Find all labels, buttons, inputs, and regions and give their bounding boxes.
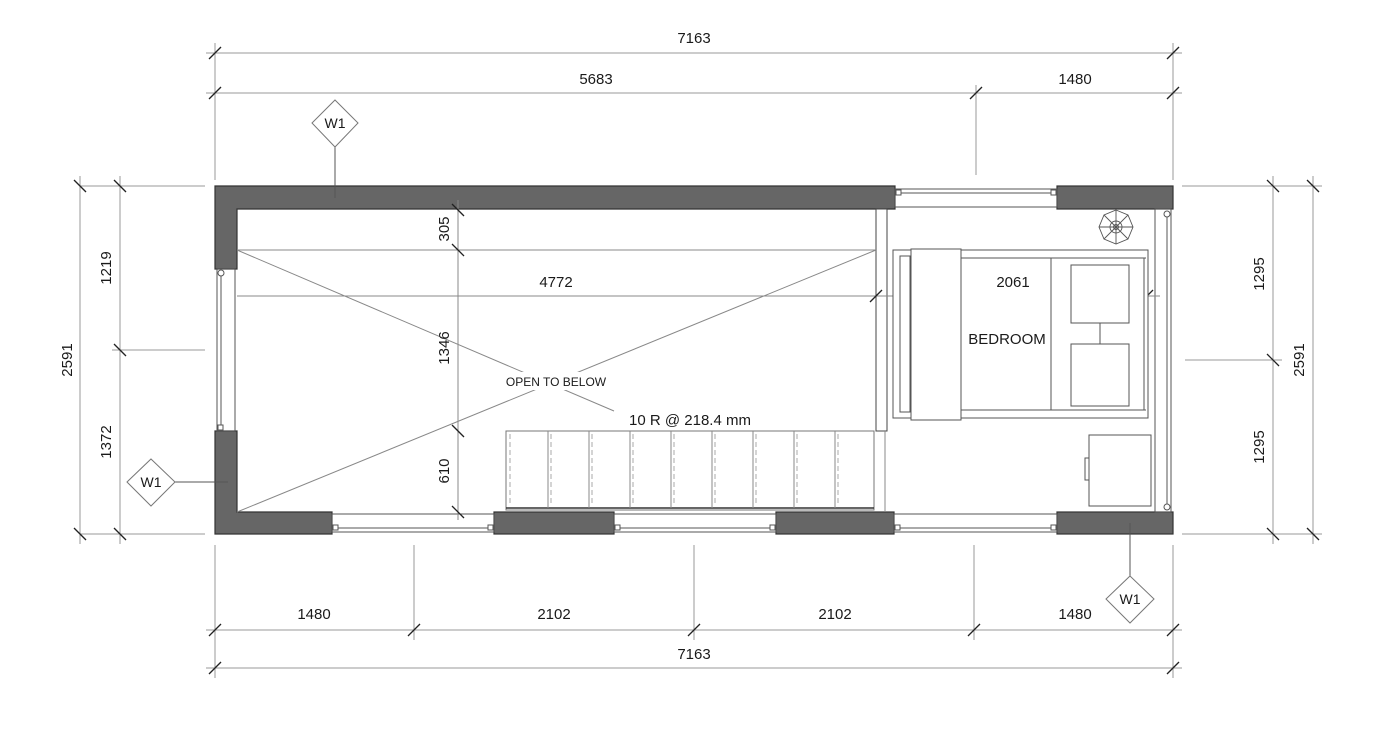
bottom-dimensions <box>206 545 1182 678</box>
partition-wall <box>875 208 888 432</box>
left-dimension-segment: 1219 <box>98 251 115 284</box>
ceiling-fan-icon <box>1098 209 1134 245</box>
stair-icon <box>505 430 875 511</box>
top-dimension-segment: 5683 <box>579 71 612 88</box>
wall-tag-left: W1 <box>126 458 228 507</box>
open-to-below-label: OPEN TO BELOW <box>506 375 607 389</box>
wall-tag-label: W1 <box>325 115 346 131</box>
left-dimension-ticks <box>73 179 127 541</box>
right-dimension-segment: 1295 <box>1251 430 1268 463</box>
bottom-dimension-ticks <box>208 623 1180 675</box>
right-dimension-segment: 1295 <box>1251 257 1268 290</box>
left-dimension-segment: 1372 <box>98 425 115 458</box>
bottom-overall-dimension: 7163 <box>677 646 710 663</box>
left-dimensions <box>79 176 205 544</box>
wall-tag-bottom-right: W1 <box>1105 523 1155 624</box>
top-dimensions <box>206 43 1182 180</box>
top-dimension-ticks <box>208 46 1180 100</box>
stair-width-dimension: 610 <box>436 458 453 483</box>
void-width-dimension: 1346 <box>436 331 453 364</box>
room-label-bedroom: BEDROOM <box>968 331 1046 348</box>
right-overall-dimension: 2591 <box>1291 343 1308 376</box>
bedroom-length-dimension: 2061 <box>996 274 1029 291</box>
top-overall-dimension: 7163 <box>677 30 710 47</box>
cabinet-icon <box>1084 434 1152 507</box>
bottom-dimension-segment: 1480 <box>1058 606 1091 623</box>
wall-tag-label: W1 <box>1120 591 1141 607</box>
windows <box>216 188 1172 533</box>
wall-tag-top: W1 <box>311 99 359 198</box>
bottom-dimension-segment: 2102 <box>818 606 851 623</box>
wall-tag-label: W1 <box>141 474 162 490</box>
exterior-walls <box>214 185 1174 535</box>
bottom-dimension-segment: 1480 <box>297 606 330 623</box>
stair-gap-dimension: 305 <box>436 216 453 241</box>
left-overall-dimension: 2591 <box>59 343 76 376</box>
top-dimension-segment: 1480 <box>1058 71 1091 88</box>
void-length-dimension: 4772 <box>539 274 572 291</box>
stair-riser-label: 10 R @ 218.4 mm <box>629 412 751 429</box>
right-dimension-ticks <box>1266 179 1320 541</box>
pillow-icon <box>1070 264 1130 407</box>
bottom-dimension-segment: 2102 <box>537 606 570 623</box>
